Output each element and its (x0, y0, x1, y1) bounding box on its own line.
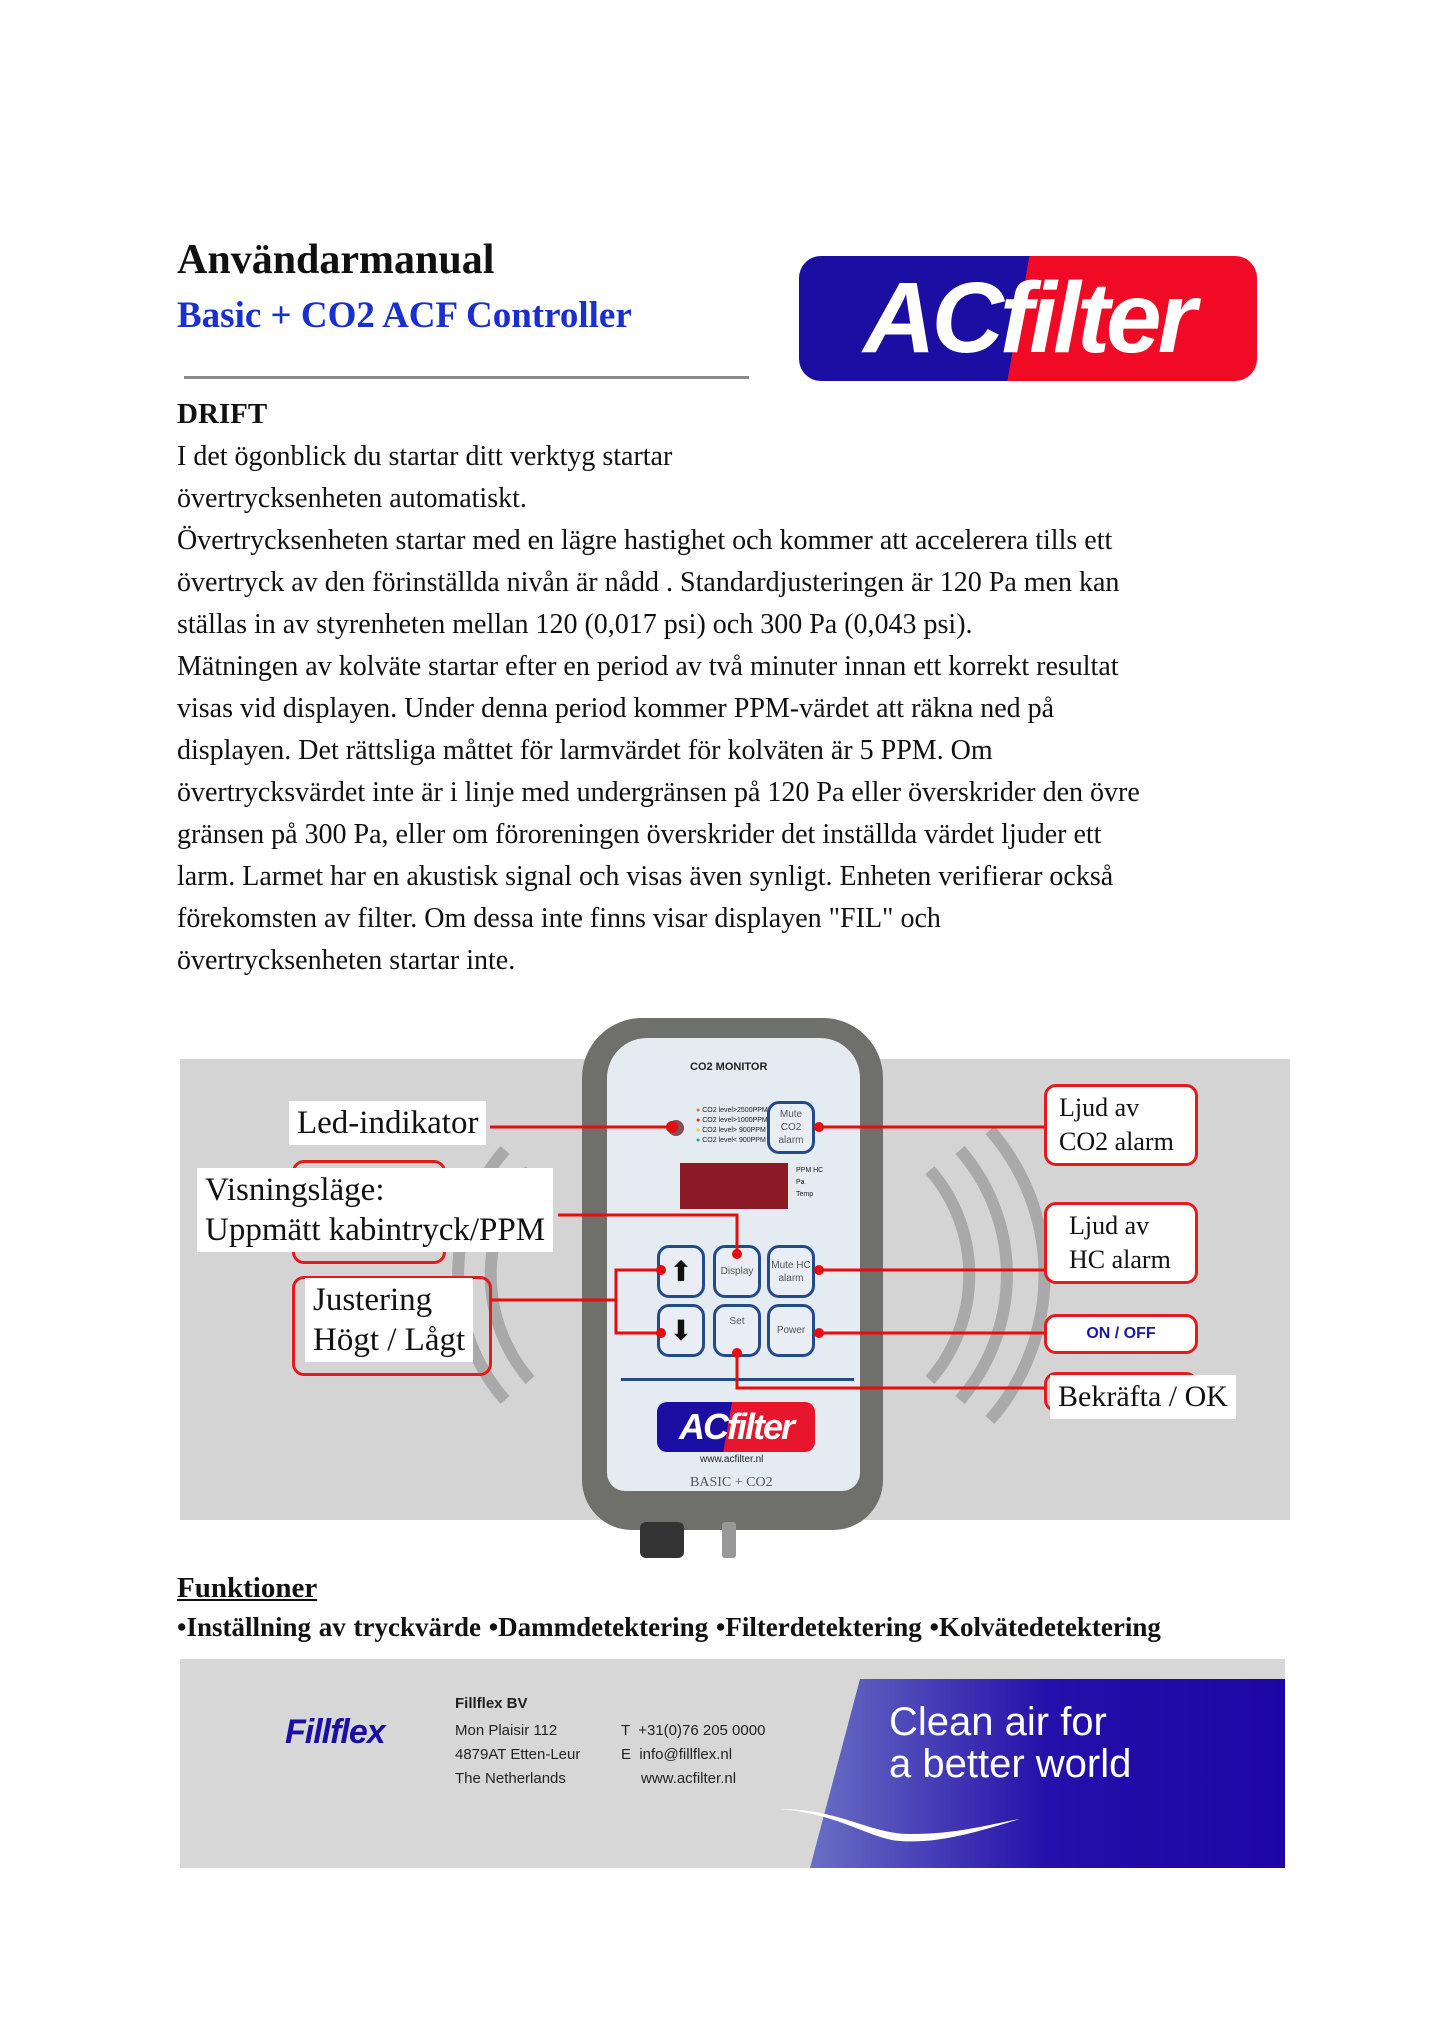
slogan: Clean air for a better world (889, 1701, 1131, 1785)
company-name: Fillflex BV (455, 1695, 528, 1712)
callout-line: Visningsläge: (205, 1172, 385, 1208)
footer-banner: Fillflex Fillflex BV Mon Plaisir 112 487… (180, 1659, 1285, 1868)
body-line: larm. Larmet har en akustisk signal och … (177, 861, 1114, 892)
body-line: displayen. Det rättsliga måttet för larm… (177, 735, 993, 766)
functions-heading: Funktioner (177, 1572, 318, 1604)
unit-label: Pa (796, 1179, 805, 1186)
body-line: övertrycksvärdet inte är i linje med und… (177, 777, 1140, 808)
callout-line: Uppmätt kabintryck/PPM (205, 1212, 546, 1248)
callout-line: CO2 alarm (1059, 1127, 1174, 1156)
unit-label: PPM HC (796, 1167, 824, 1174)
slogan-line: a better world (889, 1742, 1132, 1786)
body-line: övertryck av den förinställda nivån är n… (177, 567, 1120, 598)
callout-confirm: Bekräfta / OK (1050, 1375, 1236, 1419)
device-model: BASIC + CO2 (690, 1475, 773, 1490)
document-subtitle: Basic + CO2 ACF Controller (177, 295, 632, 336)
divider (184, 376, 749, 379)
led-label: CO2 level>1000PPM (702, 1117, 768, 1124)
led-label: CO2 level> 900PPM (702, 1127, 766, 1134)
device-website: www.acfilter.nl (700, 1454, 764, 1465)
power-button[interactable]: Power (767, 1304, 815, 1357)
body-line: övertrycksenheten automatiskt. (177, 483, 527, 514)
address-line: The Netherlands (455, 1770, 566, 1787)
device-logo: ACfilter (657, 1402, 815, 1452)
section-body: I det ögonblick du startar ditt verktyg … (177, 436, 1140, 982)
callout-mute-co2: Ljud av CO2 alarm (1044, 1084, 1198, 1166)
body-line: gränsen på 300 Pa, eller om föroreningen… (177, 819, 1102, 850)
callout-frame (292, 1276, 492, 1376)
footer-graphic (780, 1679, 1285, 1868)
fillflex-logo: Fillflex (285, 1713, 386, 1751)
phone: T +31(0)76 205 0000 (621, 1722, 766, 1739)
address-line: Mon Plaisir 112 (455, 1722, 558, 1739)
led-label: CO2 level< 900PPM (702, 1137, 766, 1144)
mute-co2-button[interactable]: Mute CO2 alarm (767, 1101, 815, 1154)
section-heading: DRIFT (177, 398, 268, 430)
contact: T +31(0)76 205 0000 E info@fillflex.nl w… (621, 1719, 801, 1791)
address-line: 4879AT Etten-Leur (455, 1746, 581, 1763)
unit-label: Temp (796, 1191, 814, 1198)
callout-led-indicator: Led-indikator (289, 1101, 487, 1145)
callout-display-mode: Visningsläge: Uppmätt kabintryck/PPM (197, 1168, 554, 1252)
callout-mute-hc: Ljud av HC alarm (1044, 1202, 1198, 1284)
monitor-label: CO2 MONITOR (690, 1061, 768, 1073)
led-display (680, 1163, 788, 1209)
display-units: PPM HC Pa Temp (796, 1165, 823, 1201)
acfilter-logo: ACfilter (799, 256, 1257, 381)
email-link[interactable]: E info@fillflex.nl (621, 1746, 733, 1763)
body-line: ställas in av styrenheten mellan 120 (0,… (177, 609, 973, 640)
body-line: visas vid displayen. Under denna period … (177, 693, 1055, 724)
connector (722, 1522, 736, 1558)
body-line: Mätningen av kolväte startar efter en pe… (177, 651, 1119, 682)
address: Mon Plaisir 112 4879AT Etten-Leur The Ne… (455, 1719, 580, 1791)
led-legend: ● CO2 level>2500PPM ● CO2 level>1000PPM … (696, 1107, 768, 1144)
led-label: CO2 level>2500PPM (702, 1107, 768, 1114)
callout-line: Högt / Lågt (313, 1322, 466, 1358)
website-link[interactable]: www.acfilter.nl (641, 1770, 737, 1787)
callout-line: Justering (313, 1282, 433, 1318)
mute-hc-button[interactable]: Mute HC alarm (767, 1245, 815, 1298)
callout-power: ON / OFF (1044, 1314, 1198, 1354)
callout-line: HC alarm (1069, 1245, 1171, 1274)
slogan-line: Clean air for (889, 1700, 1107, 1744)
body-line: I det ögonblick du startar ditt verktyg … (177, 441, 673, 472)
callout-adjust: Justering Högt / Lågt (305, 1278, 474, 1362)
body-line: övertrycksenheten startar inte. (177, 945, 516, 976)
callout-line: Ljud av (1059, 1093, 1140, 1122)
connector (640, 1522, 684, 1558)
callout-line: Ljud av (1069, 1211, 1150, 1240)
body-line: förekomsten av filter. Om dessa inte fin… (177, 903, 941, 934)
document-title: Användarmanual (177, 237, 495, 283)
body-line: Övertrycksenheten startar med en lägre h… (177, 525, 1113, 556)
functions-list: •Inställning av tryckvärde •Dammdetekter… (177, 1612, 1161, 1642)
